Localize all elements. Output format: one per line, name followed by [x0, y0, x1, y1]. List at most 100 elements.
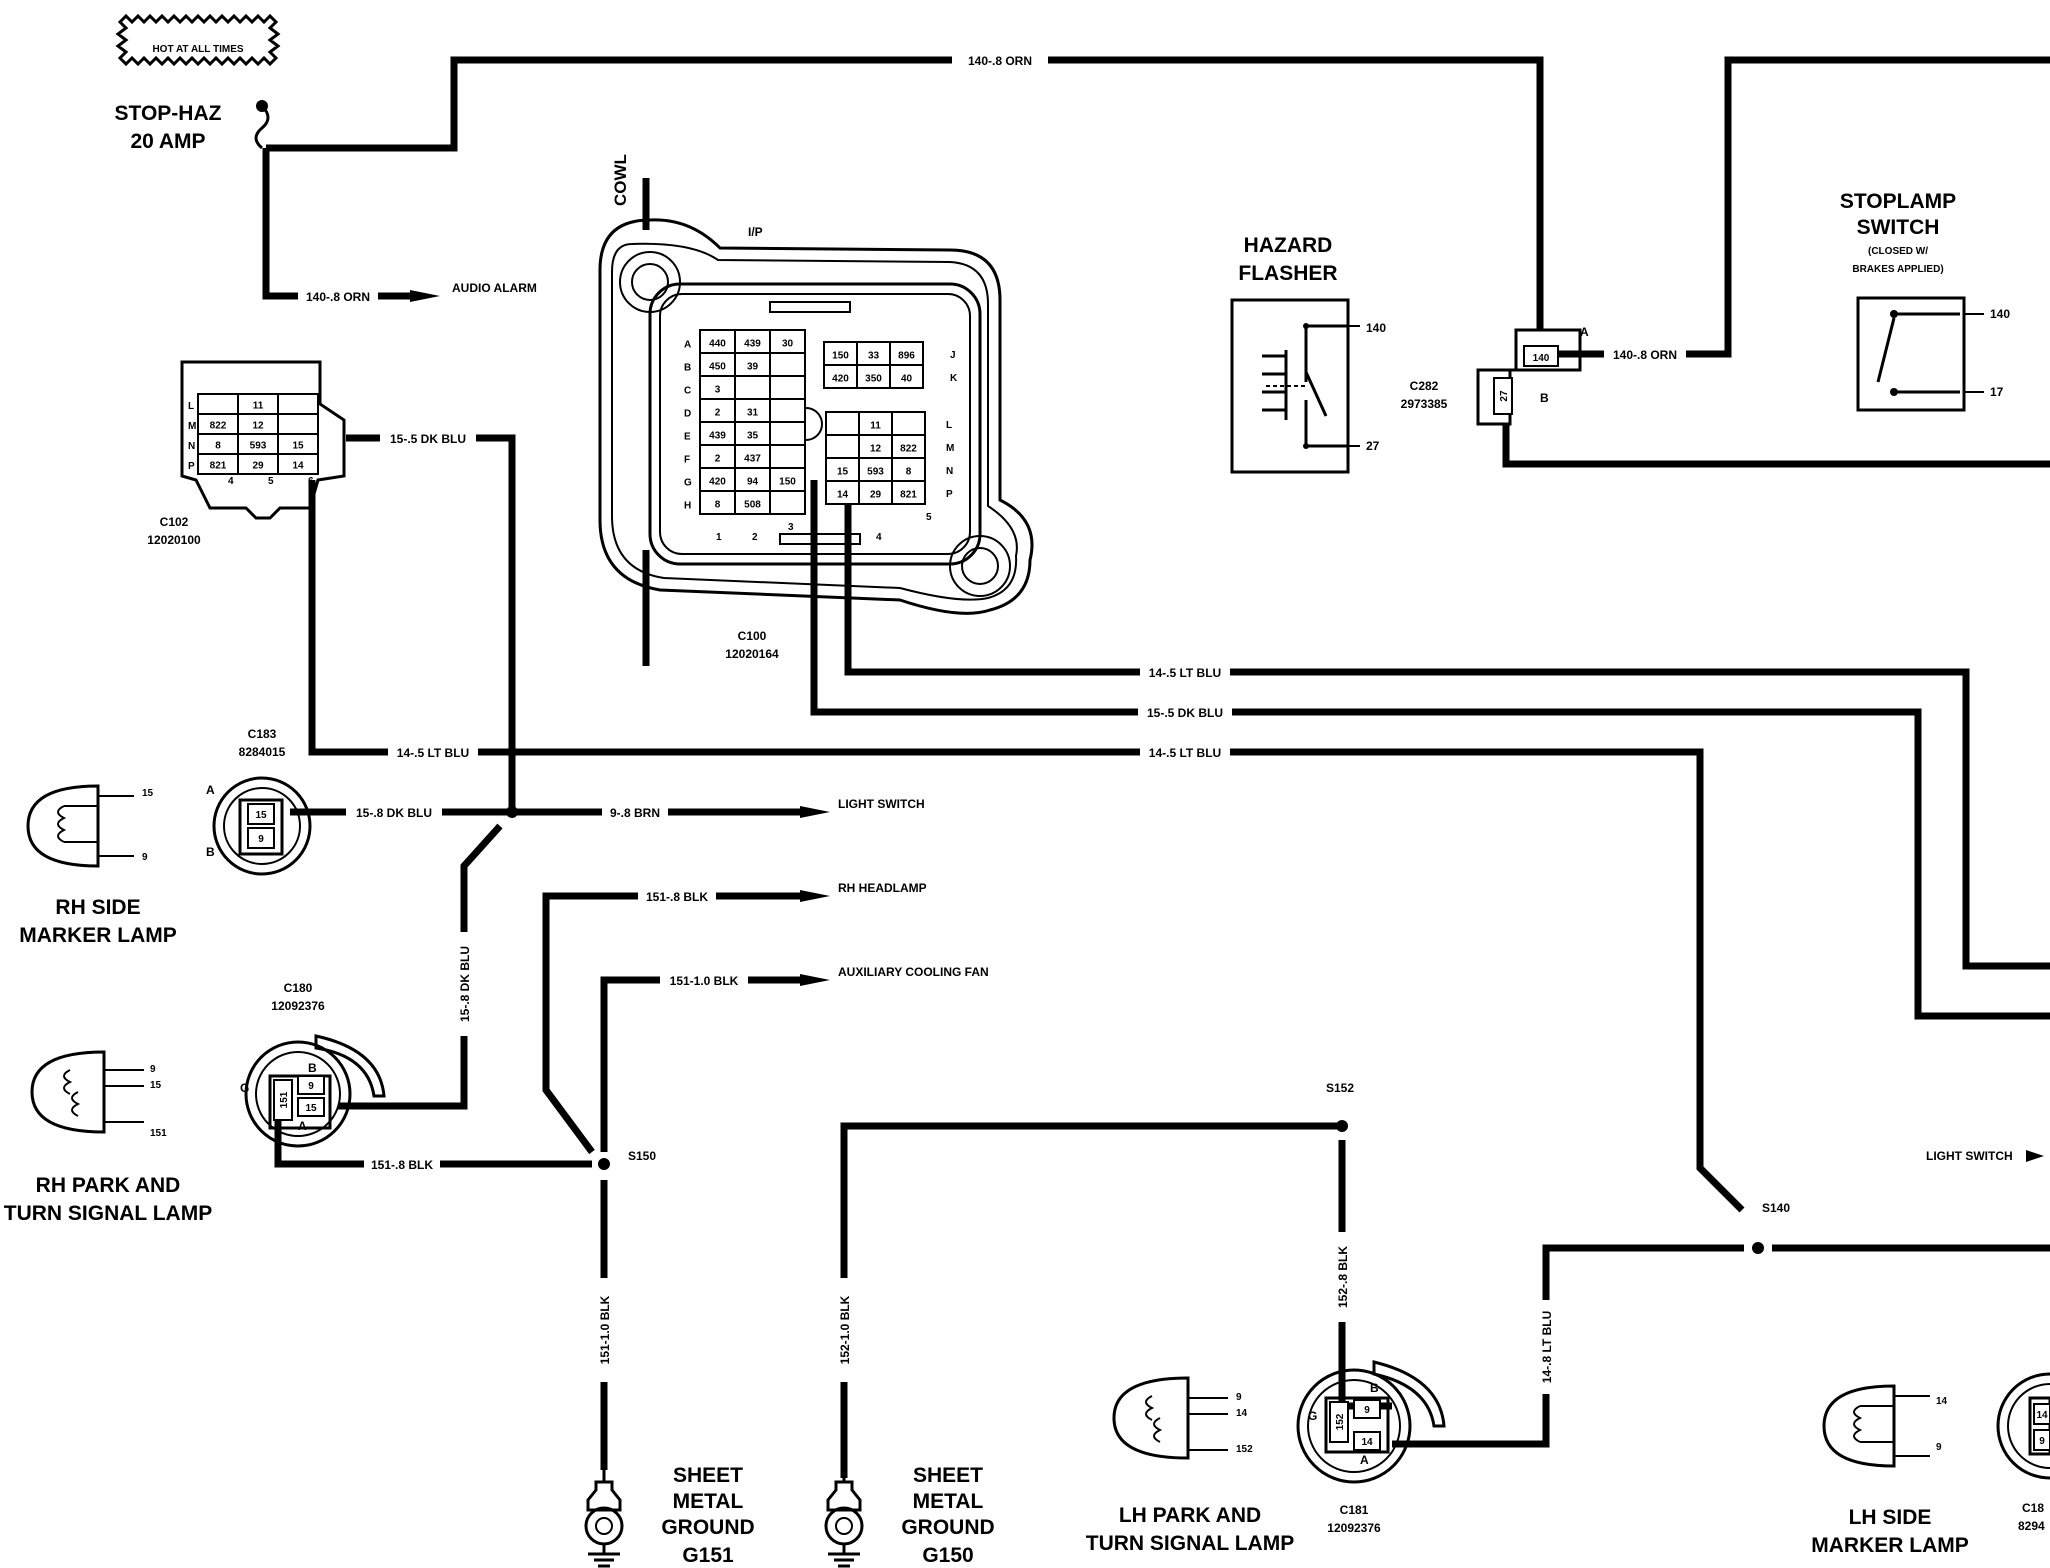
c18x-cav-9: 9: [2039, 1436, 2045, 1447]
connector-c183: C183 8284015 15 9 A B: [206, 727, 312, 876]
rh-headlamp-label: RH HEADLAMP: [838, 881, 927, 895]
wire-label-ltblu-c181: 14-.8 LT BLU: [1540, 1311, 1554, 1383]
wire-label-blk-s152: 152-.8 BLK: [1336, 1246, 1350, 1308]
c282-part: 2973385: [1401, 397, 1448, 411]
c100-left-cavity-label: 440: [709, 339, 726, 350]
c100-right-top-row-label: J: [950, 350, 956, 361]
c102-cavity-label: 12: [252, 420, 264, 431]
lh-park-pin-9: 9: [1236, 1392, 1242, 1403]
c102-row-label: L: [188, 401, 194, 412]
c100-left-row-label: C: [684, 385, 691, 396]
c180-pin-b: B: [308, 1061, 317, 1075]
stoplamp-pin-140: 140: [1990, 307, 2010, 321]
wire-label-ltblu-lower: 14-.5 LT BLU: [1149, 746, 1221, 760]
c183-part: 8284015: [239, 745, 286, 759]
c181-pin-g: G: [1308, 1409, 1317, 1423]
c102-cavity: [277, 393, 319, 415]
connector-c180: C180 12092376 151 9 15 G B A: [240, 981, 386, 1148]
lh-marker-pin-14: 14: [1936, 1396, 1948, 1407]
c100-left-cavity: [769, 398, 806, 423]
hazard-flasher-line1: HAZARD: [1244, 234, 1333, 257]
c282-cav-27: 27: [1499, 390, 1510, 402]
c183-name: C183: [248, 727, 277, 741]
c102-cavity-label: 822: [210, 420, 227, 431]
c181-cav-9: 9: [1364, 1405, 1370, 1416]
lh-park-pin-14: 14: [1236, 1408, 1248, 1419]
wire-label-dkblu-mid: 15-.5 DK BLU: [1147, 706, 1223, 720]
hazard-flasher-line2: FLASHER: [1238, 262, 1337, 285]
c100-left-cavity-label: 2: [715, 408, 721, 419]
c102-cavity: [277, 453, 319, 475]
wire-label-blk-c180: 151-.8 BLK: [371, 1158, 433, 1172]
c100-left-cavity: [769, 421, 806, 446]
c282-pin-a: A: [1580, 325, 1589, 339]
c181-part: 12092376: [1327, 1521, 1381, 1535]
light-switch-label: LIGHT SWITCH: [838, 797, 925, 811]
c102-row-label: P: [188, 461, 195, 472]
c100-right-bottom-cavity-label: 821: [900, 490, 917, 501]
ground-g151: SHEET METAL GROUND G151: [584, 1464, 755, 1568]
c100-left-cavity-label: 420: [709, 477, 726, 488]
c100-right-bottom-cavity-label: 8: [906, 467, 912, 478]
c18x-name: C18: [2022, 1501, 2044, 1515]
wire-labels: 140-.8 ORN 140-.8 ORN AUDIO ALARM 140-.8…: [298, 52, 2044, 1394]
lh-park-pin-152: 152: [1236, 1444, 1253, 1455]
c180-cav-15: 15: [305, 1103, 317, 1114]
connector-c181: 152 9 14 G B A C181 12092376: [1296, 1360, 1446, 1535]
aux-fan-label: AUXILIARY COOLING FAN: [838, 965, 989, 979]
c100-right-bottom-cavity-label: 12: [870, 444, 882, 455]
c180-cav-151: 151: [279, 1091, 290, 1108]
wire-label-dkblu-c183: 15-.8 DK BLU: [356, 806, 432, 820]
rh-side-marker-lamp: 15 9 RH SIDE MARKER LAMP: [19, 784, 177, 947]
g151-line4: G151: [682, 1544, 734, 1567]
c180-pin-g: G: [240, 1081, 249, 1095]
c181-cav-14: 14: [1361, 1437, 1373, 1448]
c100-left-cavity-label: 94: [747, 477, 759, 488]
c183-cav-9: 9: [258, 834, 264, 845]
c100-left-cavity-label: 439: [744, 339, 761, 350]
wire-label-orn-top: 140-.8 ORN: [968, 54, 1032, 68]
light-switch-right-label: LIGHT SWITCH: [1926, 1149, 2013, 1163]
g150-line3: GROUND: [901, 1516, 994, 1539]
wire-label-ltblu-upper: 14-.5 LT BLU: [1149, 666, 1221, 680]
c100-right-bottom-cavity: [825, 434, 860, 459]
c102-row-label: M: [188, 421, 196, 432]
c100-left-cavity-label: 3: [715, 385, 721, 396]
stoplamp-line2: SWITCH: [1857, 216, 1940, 239]
rh-park-line2: TURN SIGNAL LAMP: [4, 1202, 212, 1225]
g150-line1: SHEET: [913, 1464, 983, 1487]
wires: [262, 56, 2050, 1478]
c100-left-cavity-label: 8: [715, 500, 721, 511]
connector-c282: C282 2973385 140 27 A B: [1401, 325, 1589, 426]
splice-s152: S152: [1326, 1081, 1354, 1095]
c100-left-cavity-label: 437: [744, 454, 761, 465]
c100-left-cavity-label: 508: [744, 500, 761, 511]
fuse-name: STOP-HAZ: [115, 102, 222, 125]
c100-left-row-label: A: [684, 339, 691, 350]
c102-bottom-number: 6: [308, 476, 314, 487]
c102-cavity-label: 11: [253, 400, 264, 411]
c100-bottom-number: 2: [752, 532, 758, 543]
g151-line3: GROUND: [661, 1516, 754, 1539]
wire-label-orn-audio: 140-.8 ORN: [306, 290, 370, 304]
cowl-label: COWL: [611, 154, 630, 206]
c100-left-cavity-label: 150: [779, 477, 796, 488]
c183-pin-a: A: [206, 783, 215, 797]
c100-left-cavity-label: 39: [747, 362, 759, 373]
c102-bottom-number: 4: [228, 476, 234, 487]
lh-park-turn-lamp: 9 14 152 LH PARK AND TURN SIGNAL LAMP: [1086, 1376, 1294, 1555]
c102-row-label: N: [188, 441, 195, 452]
g151-line2: METAL: [673, 1490, 744, 1513]
wire-label-blk-g151: 151-1.0 BLK: [598, 1295, 612, 1364]
c100-name: C100: [738, 629, 767, 643]
c180-part: 12092376: [271, 999, 325, 1013]
c100-left-cavity-label: 31: [747, 408, 759, 419]
c18x-cav-14: 14: [2036, 1410, 2048, 1421]
audio-alarm-label: AUDIO ALARM: [452, 281, 537, 295]
